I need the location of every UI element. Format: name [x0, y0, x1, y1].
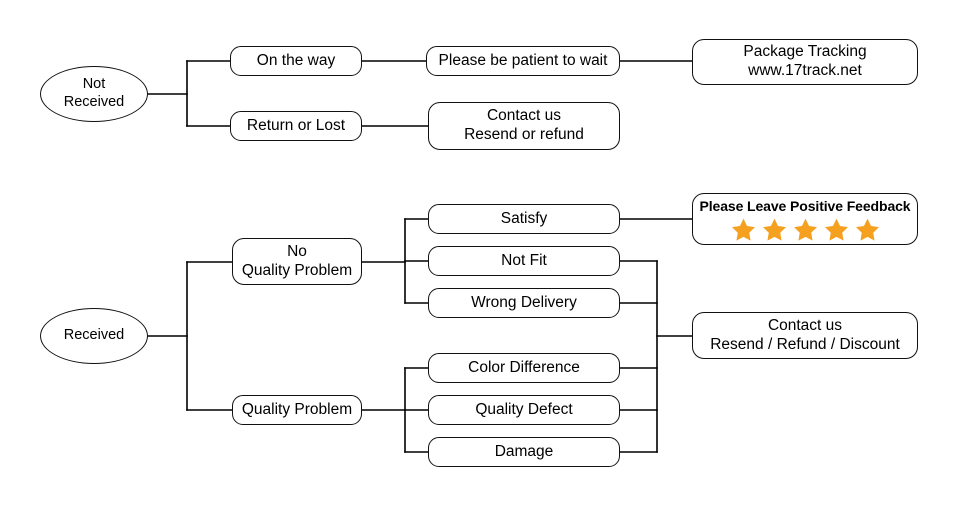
- star-rating[interactable]: [731, 217, 880, 242]
- node-not-fit[interactable]: Not Fit: [428, 246, 620, 276]
- node-package-tracking-line1: Package Tracking: [743, 43, 867, 61]
- node-quality-problem-label: Quality Problem: [241, 400, 353, 418]
- node-on-the-way-label: On the way: [256, 51, 336, 69]
- node-not-received[interactable]: Not Received: [40, 66, 148, 122]
- node-quality-defect-label: Quality Defect: [475, 400, 573, 418]
- node-quality-problem[interactable]: Quality Problem: [232, 395, 362, 425]
- node-not-fit-label: Not Fit: [501, 251, 547, 269]
- node-return-or-lost[interactable]: Return or Lost: [230, 111, 362, 141]
- node-not-received-line2: Received: [63, 94, 125, 110]
- node-satisfy[interactable]: Satisfy: [428, 204, 620, 234]
- node-contact-us-discount-line2: Resend / Refund / Discount: [710, 335, 900, 353]
- node-color-difference-label: Color Difference: [468, 358, 580, 376]
- node-damage-label: Damage: [494, 442, 554, 460]
- star-icon[interactable]: [731, 217, 756, 242]
- node-contact-us-resend-refund-line1: Contact us: [486, 107, 562, 125]
- star-icon[interactable]: [824, 217, 849, 242]
- node-received-label: Received: [63, 327, 125, 344]
- node-not-received-line1: Not: [82, 76, 106, 93]
- node-contact-us-resend-refund-line2: Resend or refund: [464, 126, 584, 143]
- node-no-quality-problem-line1: No: [287, 242, 307, 260]
- node-wrong-delivery-label: Wrong Delivery: [471, 293, 577, 311]
- node-leave-positive-feedback[interactable]: Please Leave Positive Feedback: [692, 193, 918, 245]
- node-contact-us-discount-line1: Contact us: [767, 316, 843, 334]
- node-wrong-delivery[interactable]: Wrong Delivery: [428, 288, 620, 318]
- node-satisfy-label: Satisfy: [500, 209, 548, 227]
- node-return-or-lost-label: Return or Lost: [246, 116, 346, 134]
- node-contact-us-resend-refund[interactable]: Contact us Resend or refund: [428, 102, 620, 150]
- node-no-quality-problem-line2: Quality Problem: [241, 261, 353, 279]
- star-icon[interactable]: [855, 217, 880, 242]
- node-quality-defect[interactable]: Quality Defect: [428, 395, 620, 425]
- node-received[interactable]: Received: [40, 308, 148, 364]
- star-icon[interactable]: [793, 217, 818, 242]
- node-on-the-way[interactable]: On the way: [230, 46, 362, 76]
- node-package-tracking-line2: www.17track.net: [748, 62, 862, 79]
- node-color-difference[interactable]: Color Difference: [428, 353, 620, 383]
- node-please-be-patient-label: Please be patient to wait: [438, 51, 608, 69]
- star-icon[interactable]: [762, 217, 787, 242]
- node-no-quality-problem[interactable]: No Quality Problem: [232, 238, 362, 285]
- node-package-tracking[interactable]: Package Tracking www.17track.net: [692, 39, 918, 85]
- node-damage[interactable]: Damage: [428, 437, 620, 467]
- node-please-be-patient[interactable]: Please be patient to wait: [426, 46, 620, 76]
- feedback-label: Please Leave Positive Feedback: [699, 198, 911, 215]
- node-contact-us-discount[interactable]: Contact us Resend / Refund / Discount: [692, 312, 918, 359]
